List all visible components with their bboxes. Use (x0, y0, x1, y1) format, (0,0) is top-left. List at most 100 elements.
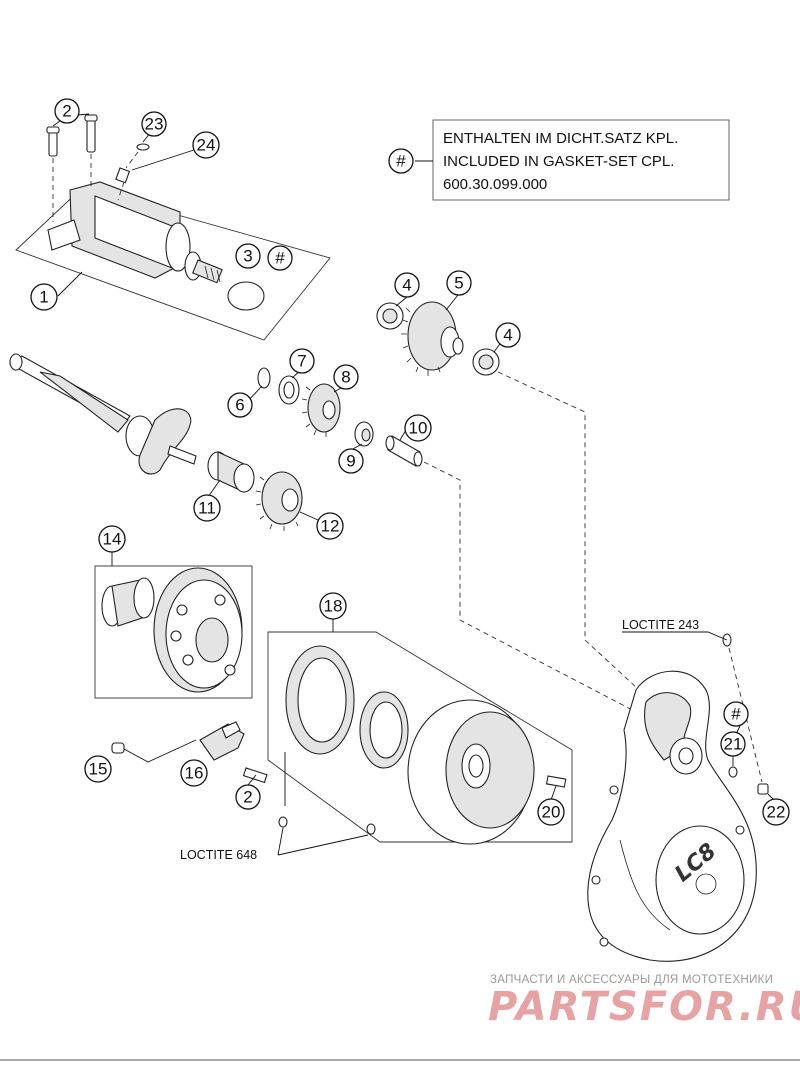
callout-4-left[interactable]: 4 (394, 272, 420, 298)
gasket-set-note: # ENTHALTEN IM DICHT.SATZ KPL. INCLUDED … (388, 119, 730, 201)
svg-text:8: 8 (341, 368, 350, 387)
flywheel-rotor (407, 699, 535, 845)
svg-text:5: 5 (454, 274, 463, 293)
starter-motor-group (15, 113, 331, 341)
intermediate-gear-5 (401, 301, 464, 376)
washer-7 (278, 375, 300, 405)
callouts: 1 2 2 3 # 4 4 5 6 7 8 9 10 11 12 14 15 1… (30, 98, 790, 826)
svg-text:14: 14 (103, 530, 122, 549)
gear-8 (301, 383, 341, 437)
needle-bearing-9 (354, 421, 374, 447)
freewheel-gear (153, 567, 243, 693)
callout-7[interactable]: 7 (289, 348, 315, 374)
callout-11[interactable]: 11 (193, 494, 221, 522)
callout-24[interactable]: 24 (192, 131, 220, 159)
intermediate-gear-group (376, 294, 651, 701)
svg-text:11: 11 (198, 499, 216, 518)
cover-screw-22 (757, 783, 769, 795)
oil-seal-ring (359, 691, 409, 769)
loctite-243-label: LOCTITE 243 (622, 618, 699, 632)
bearing-4-right (472, 348, 500, 376)
note-hash-circle (388, 148, 414, 174)
callout-20[interactable]: 20 (537, 798, 565, 826)
callout-21[interactable]: 21 (720, 731, 746, 757)
callout-6[interactable]: 6 (227, 392, 253, 418)
freewheel-gear-group (94, 552, 253, 699)
callout-21-hash[interactable]: # (723, 701, 749, 727)
callout-2-top[interactable]: 2 (54, 98, 80, 124)
callout-16[interactable]: 16 (180, 759, 208, 787)
note-line-en: INCLUDED IN GASKET-SET CPL. (443, 153, 674, 170)
callout-2-bottom[interactable]: 2 (235, 784, 261, 810)
panel-14 (94, 565, 253, 699)
callout-23[interactable]: 23 (141, 111, 167, 137)
callout-18[interactable]: 18 (319, 592, 347, 620)
note-part-number: 600.30.099.000 (443, 176, 547, 193)
svg-text:24: 24 (197, 136, 216, 155)
callout-22[interactable]: 22 (762, 798, 790, 826)
starter-o-ring (227, 281, 265, 311)
sensor-16 (199, 721, 245, 761)
loctite-648-label: LOCTITE 648 (180, 848, 257, 862)
callout-10[interactable]: 10 (404, 414, 432, 442)
rotor-group: LOCTITE 648 (180, 619, 573, 862)
svg-text:20: 20 (542, 803, 561, 822)
svg-text:18: 18 (324, 597, 343, 616)
starter-motor (47, 181, 223, 284)
callout-14[interactable]: 14 (98, 525, 126, 553)
svg-text:10: 10 (409, 419, 428, 438)
svg-text:21: 21 (724, 735, 743, 754)
svg-text:1: 1 (39, 288, 48, 307)
circlip-6 (257, 367, 271, 389)
callout-9[interactable]: 9 (338, 448, 364, 474)
crankshaft-group (8, 353, 641, 715)
ignition-cover-group: LC8 LOCTITE 243 (587, 618, 777, 962)
callout-3[interactable]: 3 (235, 243, 261, 269)
svg-text:#: # (275, 249, 285, 268)
callout-5[interactable]: 5 (446, 270, 472, 296)
watermark-brand: PARTSFOR.RU (488, 984, 800, 1030)
cover-washer-21 (728, 766, 738, 778)
bushing-10 (385, 435, 423, 467)
callout-1[interactable]: 1 (30, 283, 58, 311)
starter-panel (15, 187, 331, 341)
note-hash-symbol: # (396, 152, 406, 171)
starter-bolts (46, 114, 98, 222)
svg-text:15: 15 (89, 760, 108, 779)
bearing-4-left (376, 302, 404, 330)
callout-15[interactable]: 15 (84, 755, 112, 783)
svg-text:12: 12 (321, 517, 340, 536)
svg-text:9: 9 (346, 452, 355, 471)
svg-text:2: 2 (243, 788, 252, 807)
rotor-screw-20 (545, 775, 567, 788)
loctite-648-drops (277, 752, 376, 856)
watermark: ЗАПЧАСТИ И АКСЕССУАРЫ ДЛЯ МОТОТЕХНИКИ PA… (488, 974, 800, 1030)
svg-text:4: 4 (503, 326, 512, 345)
panel-18 (267, 631, 573, 843)
svg-text:22: 22 (767, 803, 786, 822)
crankshaft (8, 353, 197, 475)
sensor-group (111, 721, 268, 786)
terminal-nut-and-screw (115, 143, 150, 201)
svg-text:16: 16 (185, 764, 204, 783)
sensor-bolt (242, 767, 268, 784)
svg-text:4: 4 (402, 276, 411, 295)
svg-text:#: # (731, 705, 741, 724)
callout-4-right[interactable]: 4 (495, 322, 521, 348)
svg-text:7: 7 (297, 352, 306, 371)
svg-text:23: 23 (145, 115, 164, 134)
freewheel-bushing (101, 577, 155, 627)
svg-text:3: 3 (243, 247, 252, 266)
plug-15 (111, 742, 125, 754)
callout-3-hash[interactable]: # (267, 245, 293, 271)
ignition-cover: LC8 (587, 670, 757, 962)
note-line-de: ENTHALTEN IM DICHT.SATZ KPL. (443, 130, 678, 147)
gear-12 (255, 471, 303, 531)
watermark-tagline: ЗАПЧАСТИ И АКСЕССУАРЫ ДЛЯ МОТОТЕХНИКИ (490, 974, 773, 986)
callout-12[interactable]: 12 (316, 512, 344, 540)
callout-8[interactable]: 8 (333, 364, 359, 390)
svg-text:6: 6 (235, 396, 244, 415)
freewheel-housing (285, 645, 355, 755)
needle-bearing-11 (207, 451, 255, 493)
